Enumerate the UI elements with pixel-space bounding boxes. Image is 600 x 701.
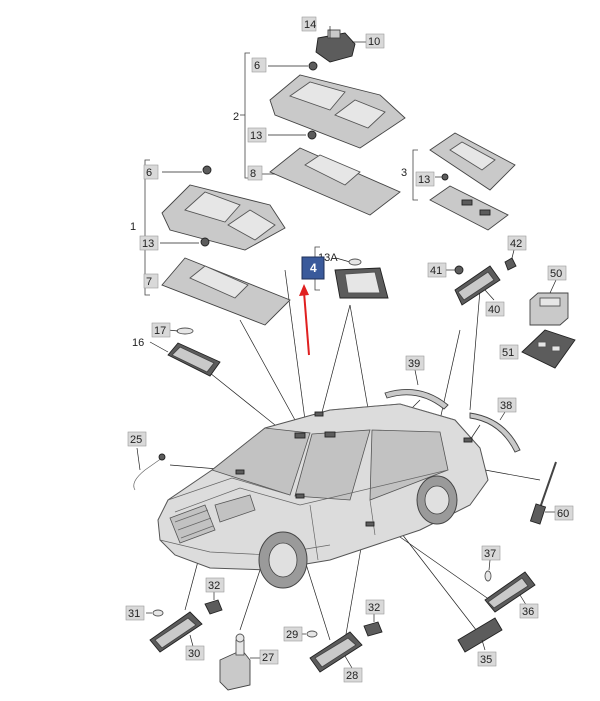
callout-13-b: 13: [415, 171, 435, 187]
car-illustration: [157, 403, 489, 589]
callout-29: 29: [283, 626, 303, 642]
svg-text:36: 36: [522, 606, 534, 618]
svg-text:50: 50: [550, 268, 562, 280]
svg-text:42: 42: [510, 238, 522, 250]
part-36-lamp: [484, 559, 536, 613]
svg-text:13: 13: [250, 130, 262, 142]
highlight-badge-4: 4: [301, 256, 325, 280]
callout-32-b: 32: [365, 599, 385, 615]
part-1-group: [144, 159, 291, 326]
callout-36: 36: [519, 603, 539, 619]
part-39-strip: [384, 369, 449, 410]
callout-14: 14: [301, 16, 317, 32]
part-35-lens: [457, 617, 503, 653]
callout-3: 3: [401, 167, 407, 179]
part-38-strip: [469, 411, 521, 453]
part-40-lamp: [446, 249, 517, 306]
callout-7: 7: [143, 273, 159, 289]
callout-13-c: 13: [139, 235, 159, 251]
callout-32: 32: [205, 577, 225, 593]
svg-text:13: 13: [418, 174, 430, 186]
callout-28: 28: [343, 667, 363, 683]
part-51-switch: [521, 329, 576, 369]
svg-text:38: 38: [500, 400, 512, 412]
callout-16: 16: [132, 337, 144, 349]
callout-30: 30: [185, 645, 205, 661]
svg-text:14: 14: [304, 19, 316, 31]
callout-17: 17: [151, 322, 171, 338]
svg-text:4: 4: [310, 261, 317, 275]
svg-text:41: 41: [430, 265, 442, 277]
svg-text:6: 6: [146, 167, 152, 179]
callout-50: 50: [547, 265, 567, 281]
red-arrow: [299, 284, 310, 356]
svg-text:51: 51: [502, 347, 514, 359]
callout-10: 10: [365, 33, 385, 49]
svg-text:28: 28: [346, 670, 358, 682]
callout-13: 13: [247, 127, 267, 143]
svg-text:29: 29: [286, 629, 298, 641]
callout-60: 60: [554, 505, 574, 521]
svg-text:37: 37: [484, 548, 496, 560]
svg-text:39: 39: [408, 358, 420, 370]
callout-38: 38: [497, 397, 517, 413]
callout-1: 1: [130, 221, 136, 233]
part-50-box: [529, 279, 569, 326]
svg-text:6: 6: [254, 60, 260, 72]
part-28-lamp: [300, 614, 383, 673]
svg-text:7: 7: [146, 276, 152, 288]
svg-text:10: 10: [368, 36, 380, 48]
callout-31: 31: [125, 605, 145, 621]
part-16-lamp: [149, 327, 221, 377]
part-2-group: [240, 52, 406, 216]
svg-text:60: 60: [557, 508, 569, 520]
svg-text:40: 40: [488, 304, 500, 316]
callout-27: 27: [259, 649, 279, 665]
callout-6: 6: [251, 57, 267, 73]
callout-51: 51: [499, 344, 519, 360]
svg-text:27: 27: [262, 652, 274, 664]
svg-text:17: 17: [154, 325, 166, 337]
callout-35: 35: [477, 651, 497, 667]
callout-6-b: 6: [143, 164, 159, 180]
part-10-module: [315, 26, 368, 63]
svg-text:32: 32: [368, 602, 380, 614]
part-27-switch: [219, 633, 260, 691]
part-30-lamp: [146, 590, 223, 653]
part-60-strut: [529, 461, 557, 525]
callout-8: 8: [247, 165, 263, 181]
svg-text:32: 32: [208, 580, 220, 592]
callout-39: 39: [405, 355, 425, 371]
svg-text:35: 35: [480, 654, 492, 666]
callout-41: 41: [427, 262, 447, 278]
svg-text:30: 30: [188, 648, 200, 660]
callout-40: 40: [485, 301, 505, 317]
svg-text:13: 13: [142, 238, 154, 250]
svg-text:31: 31: [128, 608, 140, 620]
part-4-lamp: [314, 246, 389, 299]
callout-42: 42: [507, 235, 527, 251]
svg-text:8: 8: [250, 168, 256, 180]
callout-37: 37: [481, 545, 501, 561]
callout-2: 2: [233, 111, 239, 123]
svg-text:25: 25: [130, 434, 142, 446]
part-25-cable: [133, 447, 166, 491]
part-3-group: [412, 132, 516, 231]
callout-25: 25: [127, 431, 147, 447]
